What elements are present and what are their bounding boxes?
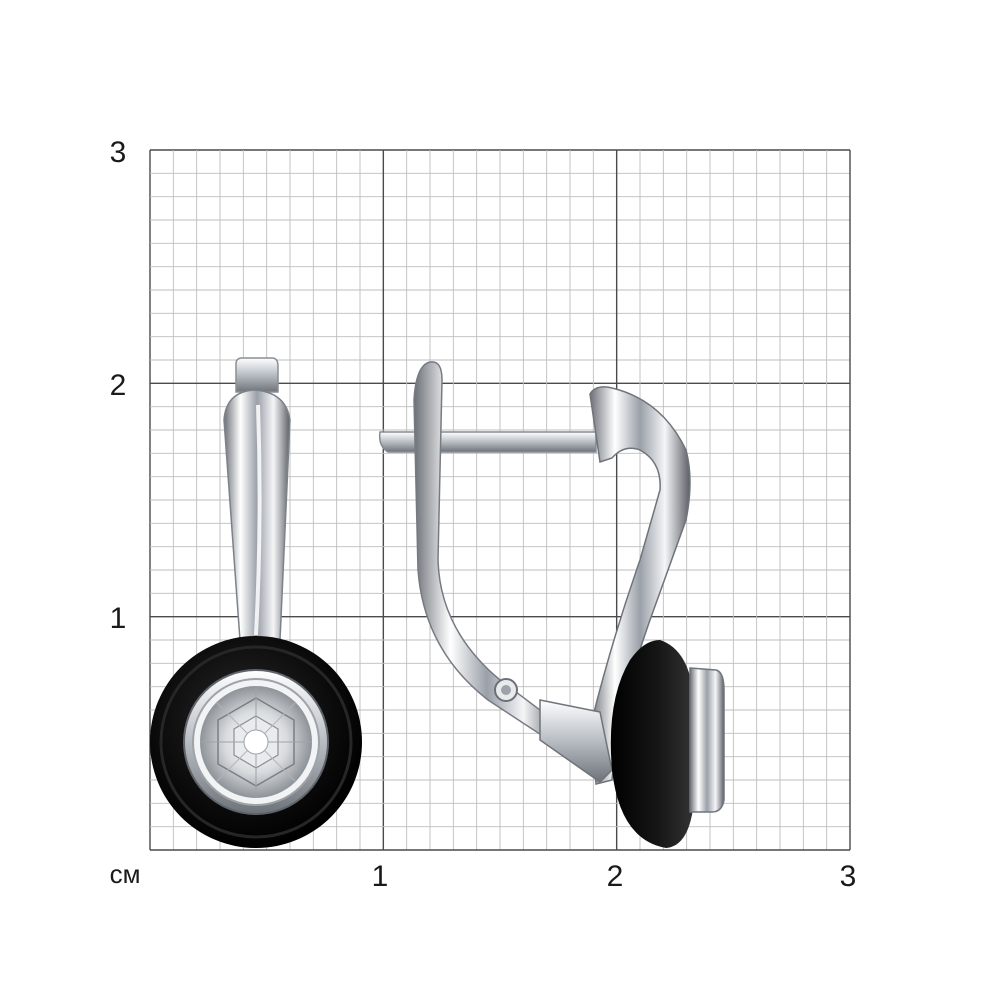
lever-wire — [413, 361, 561, 744]
ceramic-side — [610, 640, 694, 848]
metal-backing — [689, 667, 725, 813]
y-tick-label: 2 — [110, 369, 127, 402]
y-tick-label: 3 — [110, 136, 127, 169]
x-tick-label: 2 — [607, 860, 624, 893]
lever-pin — [378, 431, 597, 453]
x-tick-label: 1 — [372, 860, 389, 893]
y-tick-label: 1 — [110, 602, 127, 635]
unit-label: см — [110, 859, 141, 889]
hook-top — [235, 357, 279, 393]
earring-stem — [223, 389, 291, 641]
gemstone — [200, 686, 312, 798]
ruler-labels: 1 2 3 3 2 1 см — [110, 136, 857, 893]
x-tick-label: 3 — [840, 860, 857, 893]
earring-side-view — [378, 361, 725, 848]
connector — [539, 699, 613, 783]
earring-front-view — [150, 357, 362, 848]
